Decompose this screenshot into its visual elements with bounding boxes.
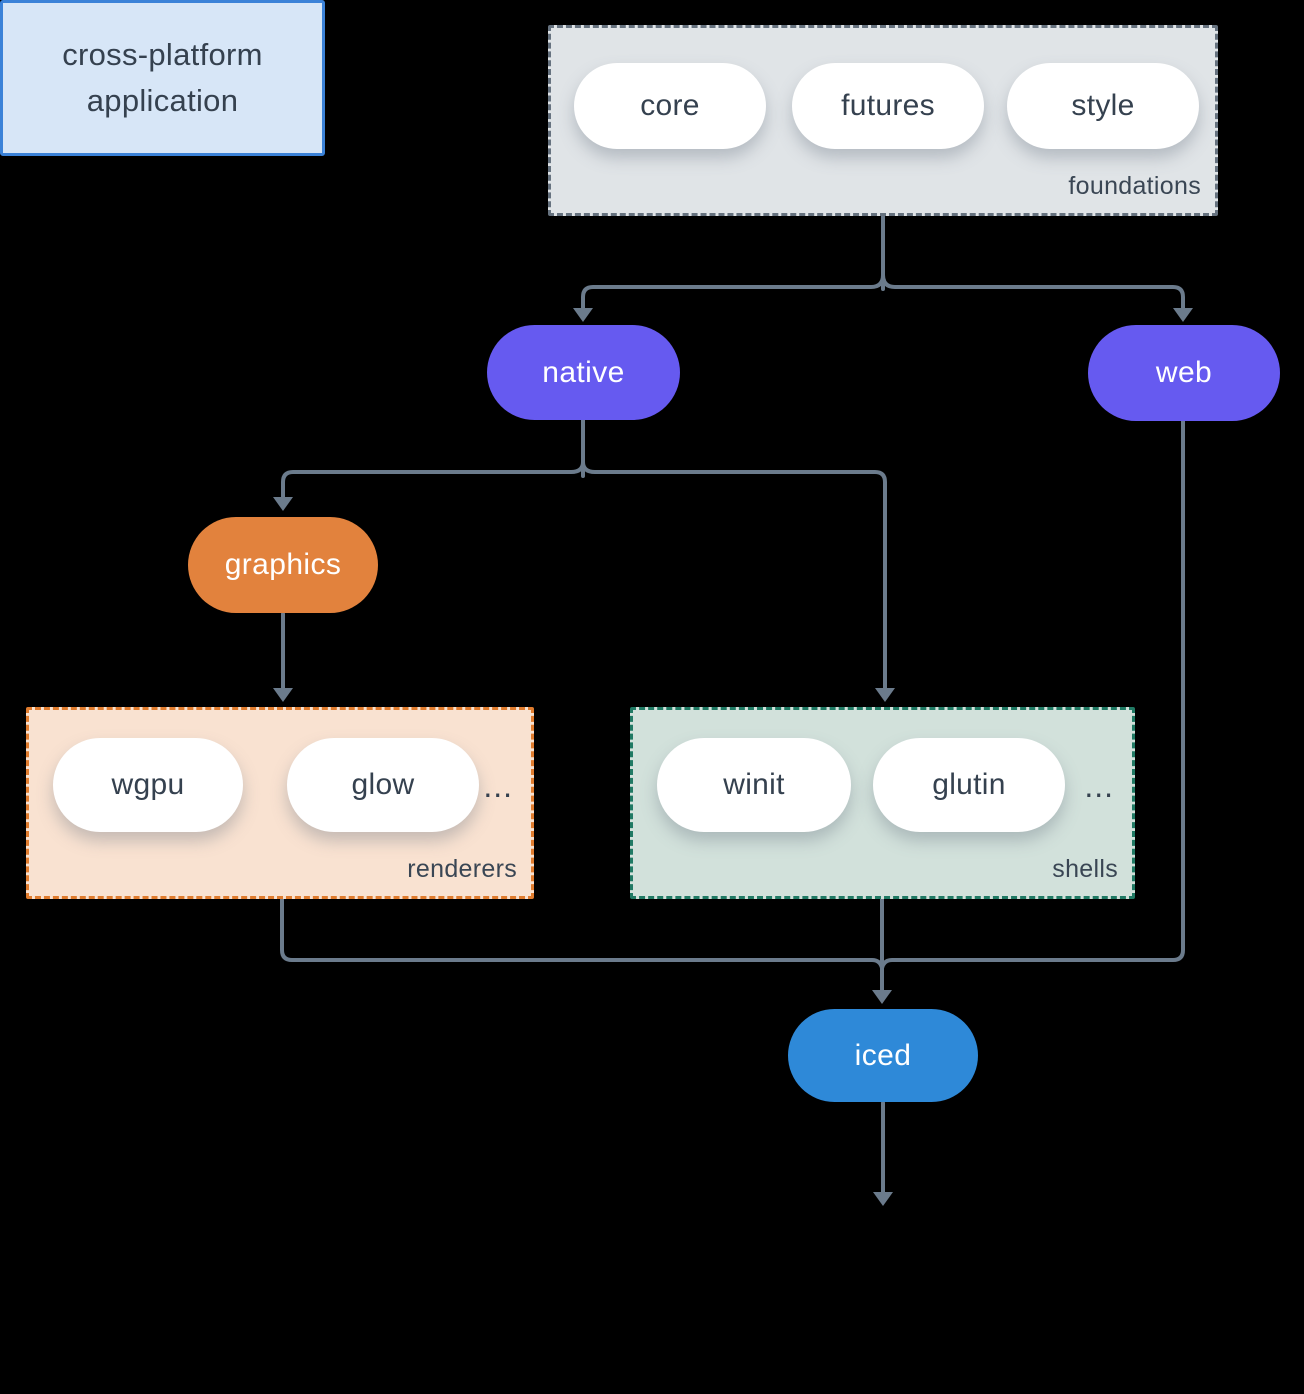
renderers-ellipsis: ... <box>483 768 513 804</box>
node-web: web <box>1088 325 1280 421</box>
edge-renderers-iced <box>280 897 884 970</box>
node-glutin-label: glutin <box>932 768 1006 801</box>
node-style: style <box>1007 63 1199 149</box>
edge-foundations-web <box>881 273 1185 310</box>
node-core-label: core <box>640 89 700 122</box>
node-style-label: style <box>1071 89 1135 122</box>
edge-native-shells <box>581 460 887 690</box>
arrowhead-iced <box>872 990 892 1004</box>
node-winit: winit <box>657 738 851 832</box>
node-futures-label: futures <box>841 89 935 122</box>
group-shells: winit glutin ... shells <box>630 707 1135 899</box>
node-futures: futures <box>792 63 984 149</box>
group-label-renderers: renderers <box>407 855 517 883</box>
node-iced: iced <box>788 1009 978 1102</box>
arrowhead-application <box>873 1192 893 1206</box>
arrowhead-graphics <box>273 497 293 511</box>
group-renderers: wgpu glow ... renderers <box>26 707 534 899</box>
edge-foundations-native <box>581 214 885 310</box>
node-iced-label: iced <box>854 1038 912 1072</box>
node-glow-label: glow <box>351 768 415 801</box>
node-graphics-label: graphics <box>224 548 342 581</box>
group-label-shells: shells <box>1052 855 1118 883</box>
node-winit-label: winit <box>723 768 785 801</box>
node-glow: glow <box>287 738 479 832</box>
arrowhead-shells <box>875 688 895 702</box>
group-label-foundations: foundations <box>1068 172 1201 200</box>
node-application: cross-platform application <box>0 0 325 156</box>
node-application-label: cross-platform application <box>62 36 263 119</box>
node-glutin: glutin <box>873 738 1065 832</box>
node-graphics: graphics <box>188 517 378 613</box>
edge-web-iced <box>880 419 1185 970</box>
arrowhead-renderers <box>273 688 293 702</box>
edge-native-graphics <box>281 418 585 499</box>
node-native: native <box>487 325 680 420</box>
node-core: core <box>574 63 766 149</box>
group-foundations: core futures style foundations <box>548 25 1218 216</box>
node-wgpu-label: wgpu <box>111 768 185 801</box>
arrowhead-native <box>573 308 593 322</box>
shells-ellipsis: ... <box>1084 768 1114 804</box>
arrowhead-web <box>1173 308 1193 322</box>
node-native-label: native <box>542 355 625 389</box>
node-web-label: web <box>1155 356 1213 389</box>
node-wgpu: wgpu <box>53 738 243 832</box>
